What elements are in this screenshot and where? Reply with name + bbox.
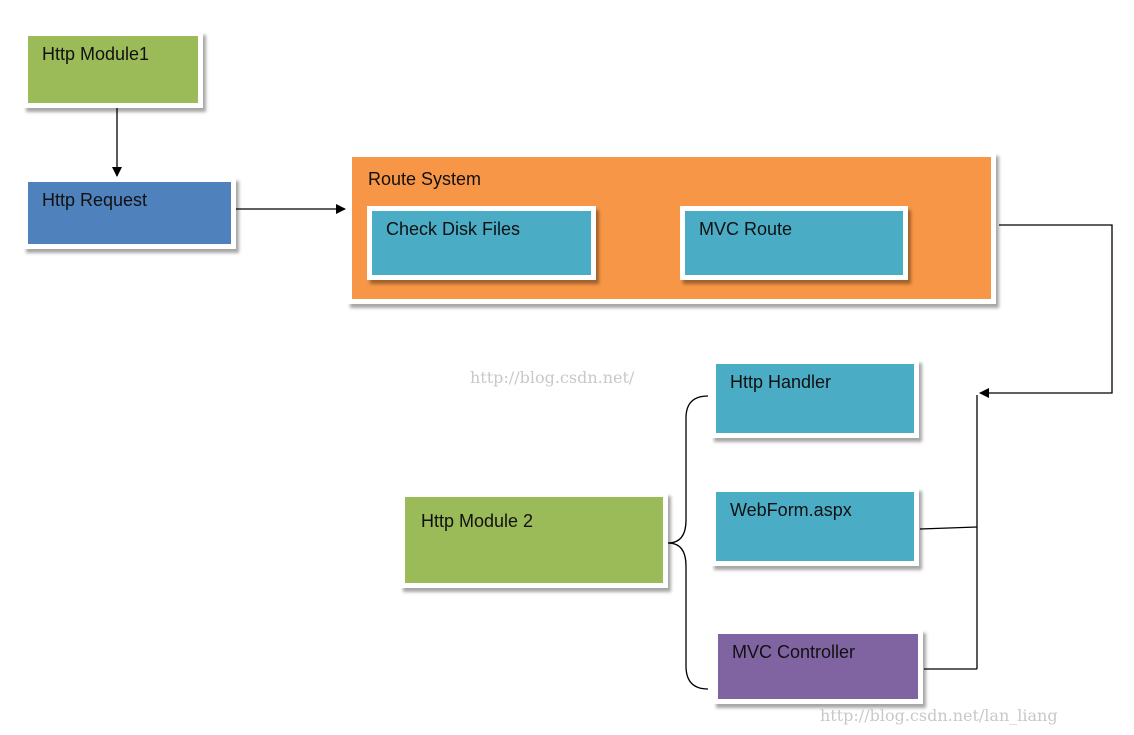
- arrow-route-system-to-handlers: [979, 224, 1113, 398]
- webform-label: WebForm.aspx: [730, 500, 852, 520]
- http-module1-node: Http Module1: [23, 31, 203, 108]
- http-module2-node: Http Module 2: [400, 492, 668, 588]
- webform-node: WebForm.aspx: [711, 487, 919, 566]
- mvc-controller-label: MVC Controller: [732, 642, 856, 662]
- http-module2-label: Http Module 2: [421, 511, 534, 531]
- watermark-bottom-right: http://blog.csdn.net/lan_liang: [820, 706, 1058, 725]
- connector-webform: [919, 526, 978, 530]
- http-request-label: Http Request: [42, 190, 148, 210]
- check-disk-files-node: Check Disk Files: [367, 206, 596, 280]
- mvc-route-label: MVC Route: [699, 219, 793, 239]
- http-module1-label: Http Module1: [42, 44, 150, 64]
- check-disk-files-label: Check Disk Files: [386, 219, 521, 239]
- mvc-controller-node: MVC Controller: [713, 629, 923, 704]
- grouping-brace: [667, 395, 709, 690]
- watermark-center: http://blog.csdn.net/: [470, 368, 635, 387]
- http-request-node: Http Request: [23, 177, 236, 249]
- http-handler-node: Http Handler: [711, 359, 919, 438]
- mvc-route-node: MVC Route: [680, 206, 908, 280]
- http-handler-label: Http Handler: [730, 372, 832, 392]
- route-system-label: Route System: [368, 169, 482, 189]
